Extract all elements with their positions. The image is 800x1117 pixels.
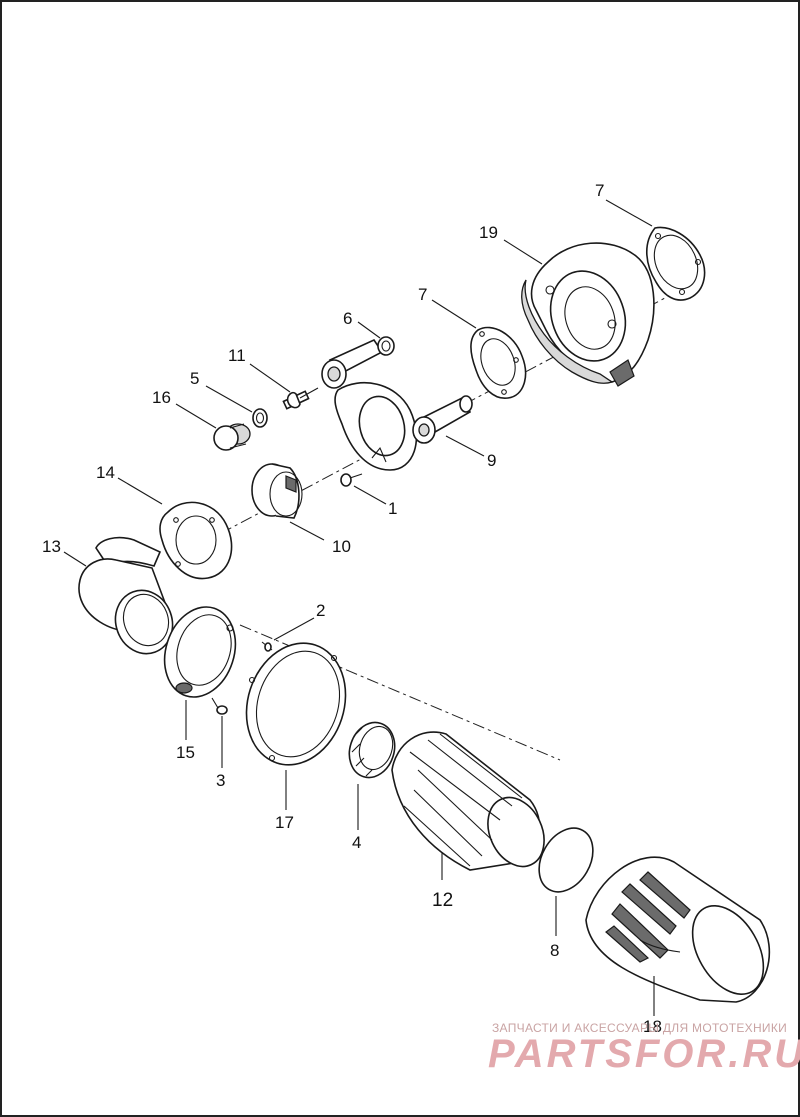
part-15-ring bbox=[163, 606, 237, 698]
part-17-backplate-ring bbox=[245, 642, 347, 766]
callout-14: 14 bbox=[96, 463, 115, 482]
callout-1: 1 bbox=[388, 499, 397, 518]
part-18-cover bbox=[585, 856, 770, 1003]
part-10-adapter-ring bbox=[251, 463, 303, 519]
callout-18: 18 bbox=[643, 1017, 662, 1036]
callout-2: 2 bbox=[316, 601, 325, 620]
part-8-gasket bbox=[538, 827, 594, 893]
part-5-o-ring bbox=[252, 408, 268, 428]
callout-17: 17 bbox=[275, 813, 294, 832]
callout-13: 13 bbox=[42, 537, 61, 556]
watermark-tagline: ЗАПЧАСТИ И АКСЕССУАРЫ ДЛЯ МОТОТЕХНИКИ bbox=[492, 1021, 788, 1035]
part-4-mesh-ring bbox=[348, 721, 396, 779]
watermark-logo: PARTSFOR.RU bbox=[488, 1032, 800, 1076]
callout-4: 4 bbox=[352, 833, 361, 852]
part-6-o-ring bbox=[377, 336, 395, 356]
callout-10: 10 bbox=[332, 537, 351, 556]
part-12-cone-filter bbox=[391, 731, 545, 871]
callout-3: 3 bbox=[216, 771, 225, 790]
part-7-gasket-lower bbox=[470, 326, 527, 399]
callout-labels: 7 19 7 6 11 5 16 9 1 14 10 13 2 15 3 17 … bbox=[42, 181, 662, 1036]
part-1-screw bbox=[340, 473, 363, 487]
part-11-hollow-bolt bbox=[282, 387, 319, 410]
part-7-gasket-upper bbox=[646, 226, 706, 301]
part-14-gasket bbox=[159, 501, 233, 580]
callout-6: 6 bbox=[343, 309, 352, 328]
part-9-breather-bracket bbox=[321, 338, 473, 471]
part-2-screw bbox=[261, 641, 273, 652]
callout-15: 15 bbox=[176, 743, 195, 762]
callout-12: 12 bbox=[432, 890, 453, 911]
callout-19: 19 bbox=[479, 223, 498, 242]
callout-8: 8 bbox=[550, 941, 559, 960]
callout-16: 16 bbox=[152, 388, 171, 407]
callout-7-lower: 7 bbox=[418, 285, 427, 304]
part-3-screw bbox=[211, 697, 228, 715]
callout-11: 11 bbox=[228, 346, 246, 365]
callout-7-upper: 7 bbox=[595, 181, 604, 200]
part-19-backing-housing bbox=[521, 242, 655, 387]
part-16-plug bbox=[213, 423, 251, 451]
callout-5: 5 bbox=[190, 369, 199, 388]
callout-leaders bbox=[63, 199, 655, 1016]
part-13-elbow bbox=[78, 536, 174, 655]
callout-9: 9 bbox=[487, 451, 496, 470]
